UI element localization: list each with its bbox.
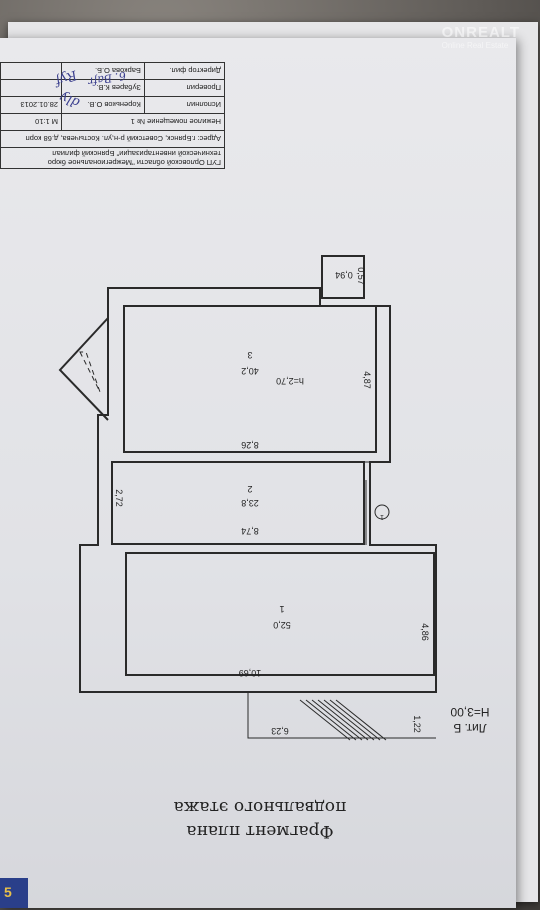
watermark: ONREALT Online Real Estate — [442, 24, 520, 50]
wedge-wall — [58, 317, 109, 421]
watermark-brand: ONREALT — [441, 24, 520, 41]
annex-outline — [321, 255, 365, 299]
floor-plan-sheet: 5 — [0, 38, 516, 908]
lit-label: Лит. Б — [453, 721, 486, 735]
dim-122: 1,22 — [412, 715, 422, 733]
height-label: H=3,00 — [450, 705, 489, 719]
corner-badge: 5 — [4, 884, 12, 900]
dim-1069: 10,69 — [239, 668, 262, 678]
dim-486: 4,86 — [420, 623, 430, 641]
room-2-number: 2 — [247, 484, 252, 494]
plan-title-1: Фрагмент плана — [186, 821, 333, 841]
outer-wall — [79, 287, 437, 693]
room-2-area: 23,8 — [241, 498, 259, 508]
room-1-number: 1 — [279, 604, 284, 614]
folder-edge: 5 — [0, 878, 28, 908]
wedge-dashed — [79, 351, 101, 393]
dim-487: 4,87 — [362, 371, 372, 389]
room-2-outline — [111, 461, 365, 545]
dim-094: 0,94 — [335, 270, 353, 280]
room-3-number: 3 — [247, 350, 252, 360]
plan-title-2: подвального этажа — [174, 797, 347, 817]
section-mark: 1 — [380, 513, 384, 520]
dim-874: 8,74 — [241, 526, 259, 536]
dim-826: 8,26 — [241, 440, 259, 450]
watermark-sub: Online Real Estate — [441, 41, 509, 50]
room-3-outline — [123, 305, 377, 453]
dim-272: 2,72 — [114, 489, 124, 507]
room-1-area: 52,0 — [273, 620, 291, 630]
dim-057: 0,57 — [356, 267, 366, 285]
dim-623: 6,23 — [271, 726, 289, 736]
room-3-area: 40,2 — [241, 366, 259, 376]
room-3-ceiling: h=2,70 — [276, 376, 304, 386]
